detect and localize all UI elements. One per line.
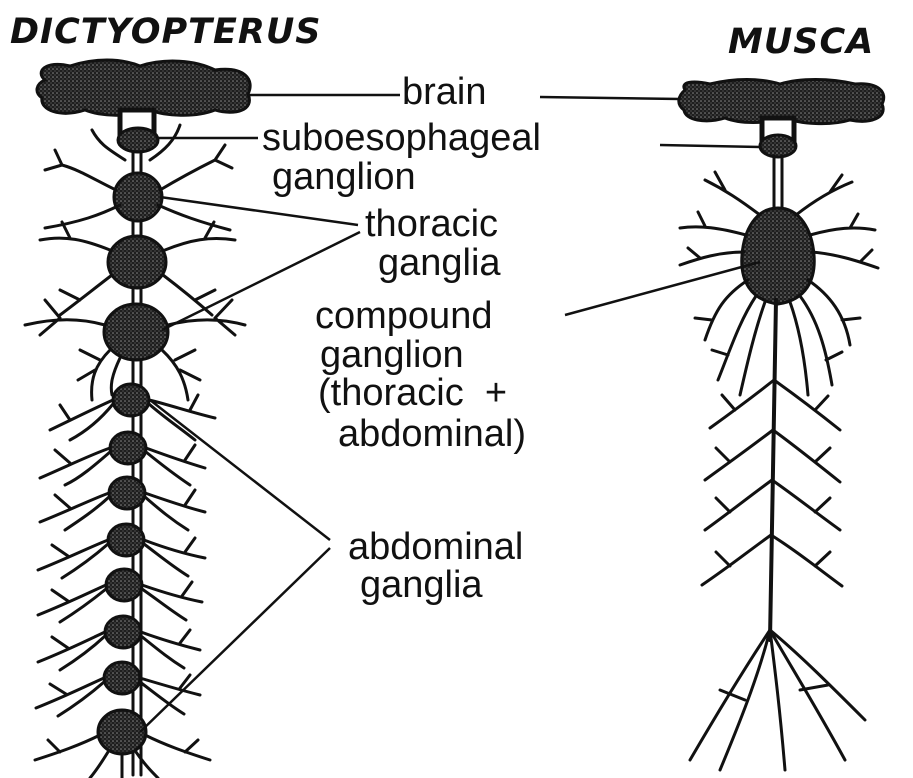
leader-compound (565, 262, 760, 315)
dictyopterus-abdominal-ganglion-1 (113, 384, 149, 416)
label-compound-line2: ganglion (320, 335, 464, 375)
dictyopterus-abdominal-ganglion-4 (108, 524, 144, 556)
label-suboesophageal-line2: ganglion (272, 157, 416, 197)
dictyopterus-thoracic-ganglion-2 (108, 236, 166, 288)
dictyopterus-title: DICTYOPTERUS (10, 12, 322, 52)
label-thoracic-line1: thoracic (365, 204, 498, 244)
dictyopterus-abdominal-ganglion-5 (106, 569, 142, 601)
dictyopterus-abdominal-ganglion-7 (104, 662, 140, 694)
leader-brain-right (540, 97, 680, 99)
musca-title: MUSCA (728, 22, 874, 62)
dictyopterus-abdominal-ganglion-2 (110, 432, 146, 464)
dictyopterus-abdominal-ganglion-8 (98, 710, 146, 754)
label-brain: brain (402, 72, 487, 112)
dictyopterus-abdominal-ganglion-6 (105, 616, 141, 648)
dictyopterus-nervous-system (25, 60, 250, 778)
dictyopterus-abdominal-ganglion-3 (109, 477, 145, 509)
label-abdominal-line1: abdominal (348, 527, 523, 567)
leader-thoracic-1 (160, 197, 358, 225)
label-compound-line3: (thoracic + (318, 373, 507, 413)
dictyopterus-thoracic-ganglion-3 (104, 304, 168, 360)
dictyopterus-thoracic-ganglion-1 (114, 173, 162, 221)
musca-median-nerve (770, 300, 776, 640)
musca-nervous-system (679, 80, 884, 771)
label-compound-line4: abdominal) (338, 414, 526, 454)
label-suboesophageal-line1: suboesophageal (262, 118, 541, 158)
musca-compound-ganglion (742, 208, 814, 304)
label-abdominal-line2: ganglia (360, 565, 483, 605)
musca-suboesophageal-ganglion (760, 135, 796, 157)
label-compound-line1: compound (315, 296, 492, 336)
label-thoracic-line2: ganglia (378, 243, 501, 283)
dictyopterus-brain (37, 60, 250, 115)
leader-abdominal-1 (150, 400, 330, 540)
dictyopterus-suboesophageal-ganglion (118, 128, 158, 152)
leader-suboesophageal-right (660, 145, 760, 147)
